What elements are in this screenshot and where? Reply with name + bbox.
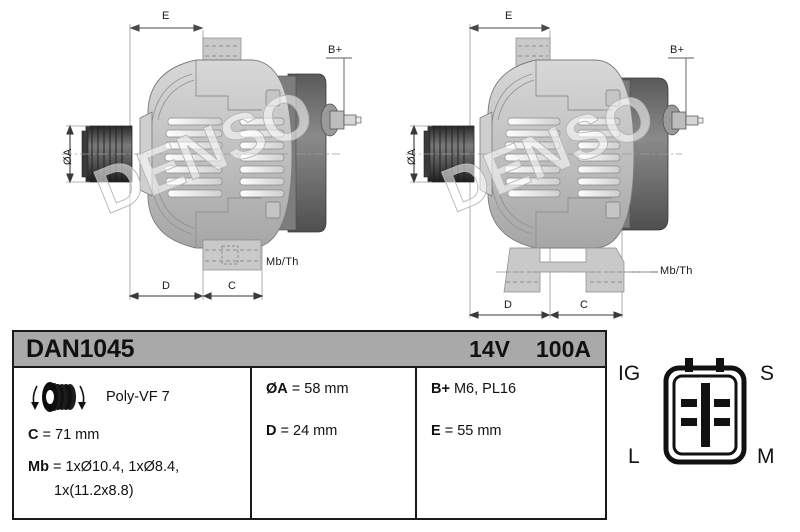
part-number: DAN1045 bbox=[26, 334, 135, 363]
right-dim-d-label: D bbox=[504, 299, 513, 311]
alternator-side-view-right: DENSO E ØA D C B+ Mb/Th bbox=[400, 0, 800, 320]
spec-mb-row: Mb = 1xØ10.4, 1xØ8.4, bbox=[28, 458, 250, 476]
pulley-type-label: Poly-VF 7 bbox=[106, 389, 170, 405]
spec-column-dimensions: ØA = 58 mm D = 24 mm bbox=[252, 368, 417, 518]
right-dim-diameter-a-label: ØA bbox=[406, 148, 418, 166]
spec-mb-row-line2: 1x(11.2x8.8) bbox=[28, 482, 250, 500]
pulley-spec-row: Poly-VF 7 bbox=[28, 380, 250, 414]
spec-mb-label: Mb bbox=[28, 459, 49, 476]
left-dim-d-label: D bbox=[162, 280, 171, 292]
spec-table-header: DAN1045 14V 100A bbox=[14, 332, 605, 368]
spec-column-terminals: B+ M6, PL16 E = 55 mm bbox=[417, 368, 605, 518]
right-dim-c-label: C bbox=[580, 299, 589, 311]
spec-diameter-a-row: ØA = 58 mm bbox=[266, 380, 415, 398]
amperage-rating: 100A bbox=[536, 335, 591, 362]
alternator-side-view-left: DENSO E ØA D C B+ Mb/Th bbox=[0, 0, 400, 320]
voltage-rating: 14V bbox=[469, 335, 511, 362]
left-bplus-label: B+ bbox=[328, 44, 343, 56]
specification-table: DAN1045 14V 100A bbox=[12, 330, 607, 520]
spec-mb-value: = 1xØ10.4, 1xØ8.4, bbox=[48, 459, 180, 476]
spec-diameter-a-label: ØA bbox=[266, 381, 288, 397]
spec-e-row: E = 55 mm bbox=[431, 422, 605, 440]
spec-bplus-value: M6, PL16 bbox=[449, 381, 517, 397]
technical-drawings-area: DENSO E ØA D C B+ Mb/Th bbox=[0, 0, 800, 320]
connector-terminal-s-label: S bbox=[760, 362, 775, 385]
connector-terminal-l-label: L bbox=[628, 445, 640, 468]
spec-e-label: E bbox=[431, 423, 441, 440]
left-dim-e-label: E bbox=[162, 10, 170, 22]
left-view-graphic: DENSO bbox=[0, 0, 400, 320]
spec-diameter-a-value: = 58 mm bbox=[287, 381, 349, 397]
connector-terminal-ig-label: IG bbox=[618, 362, 641, 385]
right-view-graphic: DENSO bbox=[400, 0, 800, 320]
right-mbth-label: Mb/Th bbox=[660, 265, 693, 277]
left-dim-c-label: C bbox=[228, 280, 237, 292]
spec-mb-value-line2: 1x(11.2x8.8) bbox=[54, 483, 134, 500]
connector-body-icon bbox=[660, 356, 752, 479]
spec-d-value: = 24 mm bbox=[276, 423, 338, 440]
right-bplus-label: B+ bbox=[670, 44, 685, 56]
left-dim-diameter-a-label: ØA bbox=[62, 148, 74, 166]
spec-c-label: C bbox=[28, 427, 39, 443]
spec-d-row: D = 24 mm bbox=[266, 422, 415, 440]
connector-pinout-diagram: IG S L M bbox=[612, 350, 792, 500]
left-mbth-label: Mb/Th bbox=[266, 256, 299, 268]
right-dim-e-label: E bbox=[505, 10, 513, 22]
spec-c-value: = 71 mm bbox=[38, 427, 100, 443]
spec-bplus-row: B+ M6, PL16 bbox=[431, 380, 605, 398]
connector-terminal-m-label: M bbox=[757, 445, 775, 468]
spec-c-row: C = 71 mm bbox=[28, 426, 250, 444]
spec-e-value: = 55 mm bbox=[440, 423, 502, 440]
spec-column-pulley: Poly-VF 7 C = 71 mm Mb = 1xØ10.4, 1xØ8.4… bbox=[14, 368, 252, 518]
v-belt-pulley-icon bbox=[28, 380, 102, 414]
spec-d-label: D bbox=[266, 423, 277, 440]
spec-table-body: Poly-VF 7 C = 71 mm Mb = 1xØ10.4, 1xØ8.4… bbox=[14, 368, 605, 518]
spec-bplus-label: B+ bbox=[431, 381, 450, 397]
